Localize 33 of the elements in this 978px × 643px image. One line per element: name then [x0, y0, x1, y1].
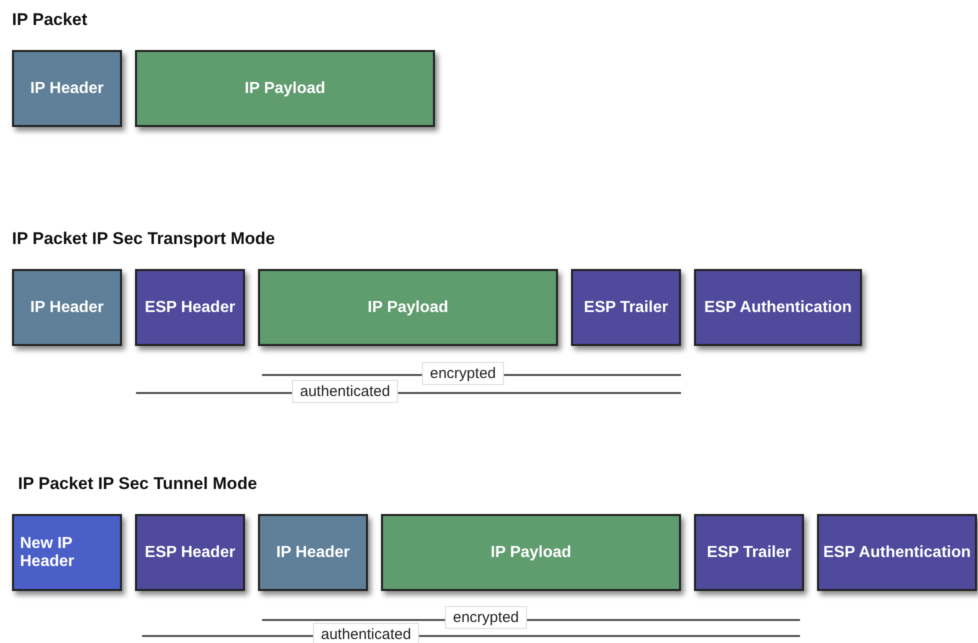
- packet-field-box: [12, 269, 122, 346]
- span-label: encrypted: [445, 606, 527, 629]
- field-label: IP Payload: [368, 298, 448, 316]
- packet-field-box: [135, 269, 245, 346]
- packet-field-box: [381, 514, 681, 591]
- section-heading: IP Packet IP Sec Transport Mode: [12, 229, 275, 249]
- span-label: authenticated: [313, 623, 420, 643]
- field-label: New IP Header: [20, 534, 76, 570]
- span-label: authenticated: [292, 380, 398, 403]
- packet-field-box: [12, 50, 122, 127]
- field-label: IP Header: [30, 298, 104, 316]
- field-label: ESP Trailer: [706, 544, 792, 562]
- section-heading: IP Packet IP Sec Tunnel Mode: [18, 474, 258, 494]
- field-label: IP Payload: [490, 544, 572, 562]
- field-label: ESP Authentication: [823, 544, 971, 562]
- field-label: IP Header: [30, 80, 104, 98]
- field-label: IP Header: [276, 544, 350, 562]
- packet-field-box: [135, 50, 435, 127]
- field-label: ESP Trailer: [584, 298, 668, 316]
- packet-field-box: [571, 269, 681, 346]
- field-label: ESP Authentication: [704, 298, 852, 316]
- packet-field-box: [694, 269, 862, 346]
- span-label: encrypted: [422, 362, 504, 385]
- packet-field-box: [12, 514, 122, 591]
- field-label: IP Payload: [244, 80, 326, 98]
- section-heading: IP Packet: [12, 10, 88, 30]
- packet-field-box: [258, 269, 558, 346]
- packet-field-box: [135, 514, 245, 591]
- packet-field-box: [817, 514, 977, 591]
- packet-field-box: [258, 514, 368, 591]
- packet-field-box: [694, 514, 804, 591]
- field-label: ESP Header: [144, 544, 236, 562]
- field-label: ESP Header: [144, 298, 236, 316]
